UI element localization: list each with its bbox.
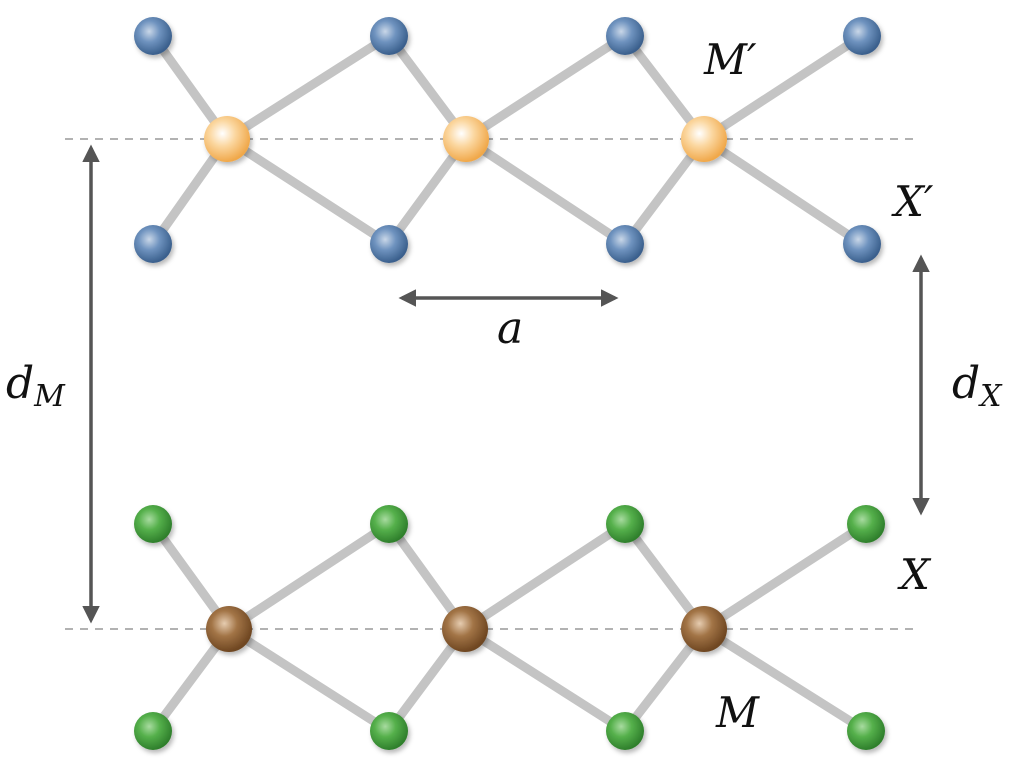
top-layer-bonds — [148, 31, 867, 249]
top-chalcogen-atom — [134, 225, 172, 263]
chalcogen-distance-label: dX — [952, 358, 1003, 414]
bottom-metal-label: M — [715, 688, 760, 737]
bottom-chalcogen-atom — [606, 505, 644, 543]
top-chalcogen-atom — [843, 17, 881, 55]
top-chalcogen-atoms — [134, 17, 881, 263]
top-chalcogen-atom — [134, 17, 172, 55]
top-metal-atom — [681, 116, 727, 162]
bottom-metal-atom — [681, 606, 727, 652]
bottom-chalcogen-label: X — [897, 550, 932, 599]
top-metal-atoms — [204, 116, 727, 162]
top-chalcogen-atom — [370, 17, 408, 55]
top-chalcogen-atom — [843, 225, 881, 263]
metal-distance-label-base: d — [6, 358, 34, 409]
bottom-chalcogen-atoms — [134, 505, 885, 750]
top-metal-atom — [204, 116, 250, 162]
bottom-chalcogen-atom — [847, 505, 885, 543]
bottom-metal-atom — [206, 606, 252, 652]
top-chalcogen-atom — [606, 225, 644, 263]
top-chalcogen-label: X′ — [891, 177, 934, 226]
chalcogen-distance-label-base: d — [952, 358, 980, 409]
metal-distance-label-sub: M — [33, 379, 66, 414]
bottom-chalcogen-atom — [134, 505, 172, 543]
top-chalcogen-atom — [606, 17, 644, 55]
top-metal-atom — [443, 116, 489, 162]
bottom-layer-bonds — [148, 519, 871, 736]
bottom-chalcogen-atom — [134, 712, 172, 750]
chalcogen-distance-label-sub: X — [978, 379, 1003, 414]
top-metal-label: M′ — [703, 35, 757, 84]
bottom-metal-atoms — [206, 606, 727, 652]
bottom-chalcogen-atom — [847, 712, 885, 750]
lattice-constant-label: a — [497, 303, 523, 354]
top-chalcogen-atom — [370, 225, 408, 263]
bottom-chalcogen-atom — [370, 712, 408, 750]
bottom-chalcogen-atom — [606, 712, 644, 750]
bottom-chalcogen-atom — [370, 505, 408, 543]
metal-distance-label: dM — [6, 358, 66, 414]
bottom-metal-atom — [442, 606, 488, 652]
